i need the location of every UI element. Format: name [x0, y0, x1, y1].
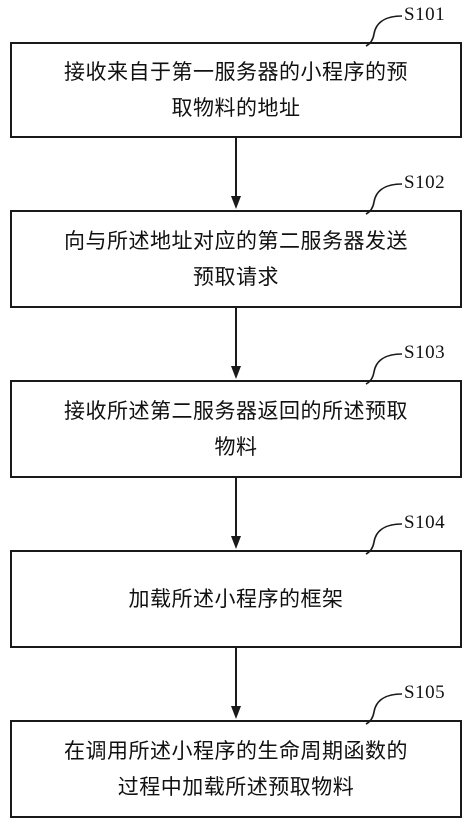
- step-text-s105: 在调用所述小程序的生命周期函数的 过程中加载所述预取物料: [64, 739, 408, 799]
- step-box-s102: 向与所述地址对应的第二服务器发送 预取请求: [10, 210, 462, 308]
- step-box-s105: 在调用所述小程序的生命周期函数的 过程中加载所述预取物料: [10, 720, 462, 818]
- step-label-s102: S102: [404, 172, 446, 193]
- step-label-s103: S103: [404, 342, 446, 363]
- step-text-s103: 接收所述第二服务器返回的所述预取 物料: [64, 399, 408, 459]
- step-box-s104: 加载所述小程序的框架: [10, 550, 462, 648]
- step-box-s103: 接收所述第二服务器返回的所述预取 物料: [10, 380, 462, 478]
- step-label-s104: S104: [404, 512, 446, 533]
- step-text-s101: 接收来自于第一服务器的小程序的预 取物料的地址: [64, 60, 408, 120]
- step-label-s105: S105: [404, 682, 446, 703]
- step-text-s104: 加载所述小程序的框架: [128, 587, 344, 611]
- step-label-s101: S101: [404, 4, 446, 25]
- step-text-s102: 向与所述地址对应的第二服务器发送 预取请求: [64, 229, 408, 289]
- step-box-s101: 接收来自于第一服务器的小程序的预 取物料的地址: [10, 42, 462, 138]
